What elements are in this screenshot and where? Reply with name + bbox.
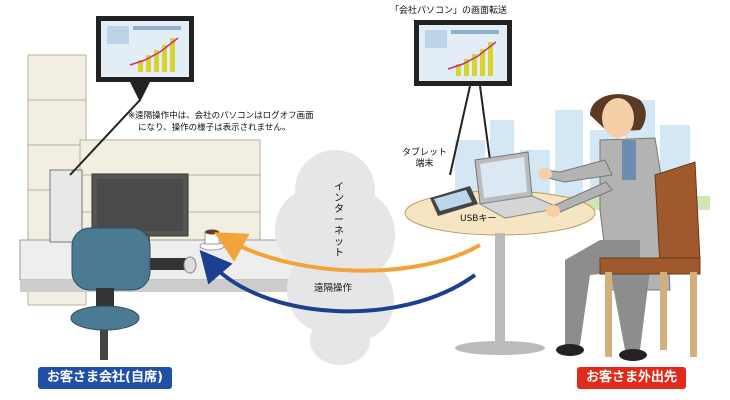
callout-pointer (130, 82, 150, 102)
pc-tower-icon (49, 169, 83, 243)
remote-operation-label: 遠隔操作 (314, 283, 353, 294)
screen-transfer-arrow (214, 232, 482, 273)
office-chair-icon (70, 227, 151, 360)
transfer-screen-icon (414, 20, 512, 86)
logoff-note-line1: ※遠隔操作中は、会社のパソコンはログオフ画面 (128, 111, 314, 121)
office-screen-icon (96, 16, 194, 82)
person-icon (538, 94, 671, 361)
chart-icon (138, 38, 175, 72)
remote-operation-arrow (199, 249, 477, 314)
chair-icon (599, 161, 701, 357)
remote-badge: お客さま外出先 (577, 367, 687, 389)
tablet-label-line2: 端末 (415, 159, 434, 169)
usb-key-label: USBキー (460, 214, 497, 224)
tablet-label-line1: タブレット (402, 148, 448, 158)
office-badge: お客さま会社(自席) (38, 367, 172, 389)
screen-transfer-label: 「会社パソコン」の画面転送 (390, 6, 508, 16)
tablet-icon (430, 186, 478, 216)
internet-label: インターネット (334, 182, 344, 259)
laptop-icon (474, 151, 562, 219)
logoff-note: ※遠隔操作中は、会社のパソコンはログオフ画面 になり、操作の様子は表示されません… (128, 110, 348, 134)
tablet-label: タブレット 端末 (402, 148, 447, 170)
mouse-icon (183, 256, 197, 274)
logoff-note-line2: になり、操作の様子は表示されません。 (138, 123, 291, 133)
office-monitor-icon (91, 173, 189, 246)
keyboard-icon (140, 258, 186, 270)
